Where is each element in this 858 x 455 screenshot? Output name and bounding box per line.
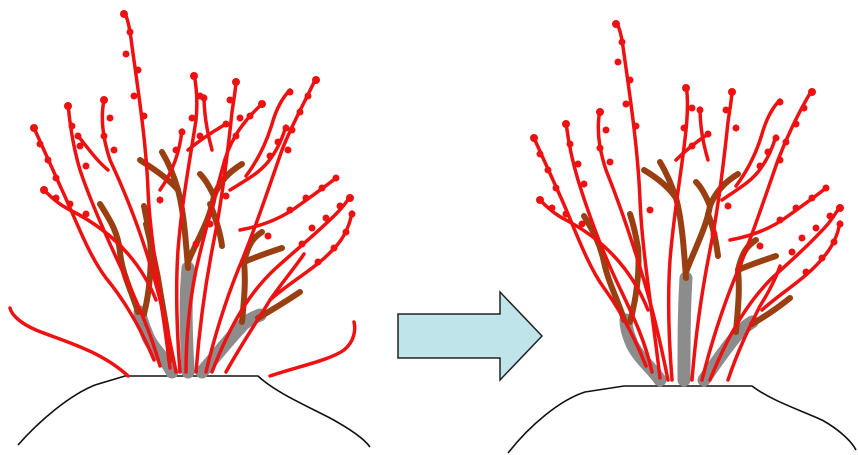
ground-mound [508,386,856,453]
bush-before-pruning [10,10,370,447]
right-arrow-icon [398,292,542,380]
bush-after-pruning [508,20,856,453]
ground-mound [18,376,370,447]
